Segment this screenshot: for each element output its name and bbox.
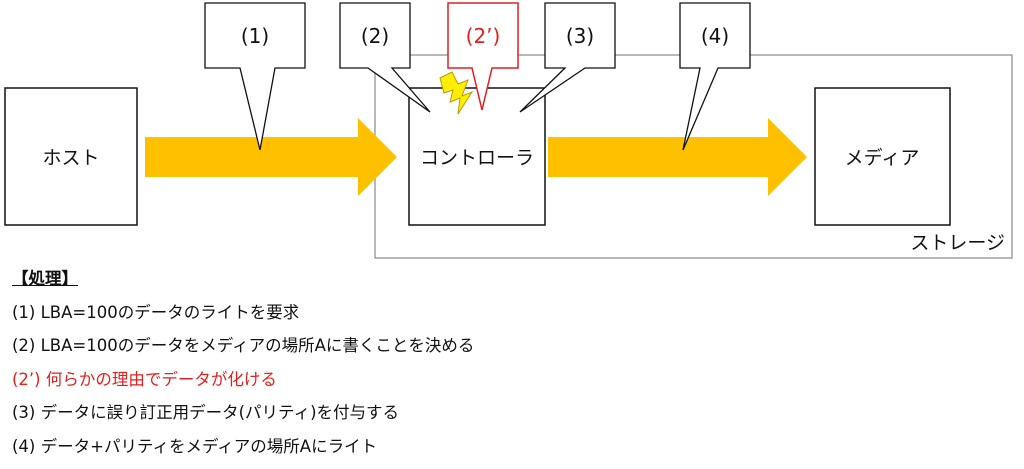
callout-4: (4) xyxy=(679,2,751,151)
callout-2-prime: (2’) xyxy=(447,2,519,111)
process-step-3: (3) データに誤り訂正用データ(パリティ)を付与する xyxy=(12,403,400,423)
storage-label: ストレージ xyxy=(910,232,1005,254)
controller-label: コントローラ xyxy=(420,147,534,169)
process-heading: 【処理】 xyxy=(12,269,78,288)
storage-diagram: ストレージ ホスト コントローラ メディア (1) (2) (2’) (3) (… xyxy=(4,2,1013,259)
callout-2-prime-label: (2’) xyxy=(466,24,501,48)
callout-3: (3) xyxy=(519,2,616,113)
media-label: メディア xyxy=(845,147,920,169)
process-step-2-prime: (2’) 何らかの理由でデータが化ける xyxy=(12,369,277,389)
callout-2: (2) xyxy=(339,2,431,113)
host-box xyxy=(4,87,138,226)
process-list: 【処理】 (1) LBA=100のデータのライトを要求 (2) LBA=100の… xyxy=(12,262,474,464)
host-label: ホスト xyxy=(42,147,99,169)
arrow-host-to-controller xyxy=(145,118,397,196)
callout-3-label: (3) xyxy=(566,24,594,48)
callout-4-label: (4) xyxy=(701,24,729,48)
callout-2-label: (2) xyxy=(361,24,389,48)
process-step-2: (2) LBA=100のデータをメディアの場所Aに書くことを決める xyxy=(12,336,475,356)
media-box xyxy=(814,87,951,226)
lightning-icon xyxy=(439,71,474,115)
callout-1: (1) xyxy=(204,2,306,151)
arrow-controller-to-media xyxy=(548,118,807,196)
process-step-1: (1) LBA=100のデータのライトを要求 xyxy=(12,302,300,322)
process-step-4: (4) データ+パリティをメディアの場所Aにライト xyxy=(12,436,378,456)
callout-1-label: (1) xyxy=(241,24,269,48)
